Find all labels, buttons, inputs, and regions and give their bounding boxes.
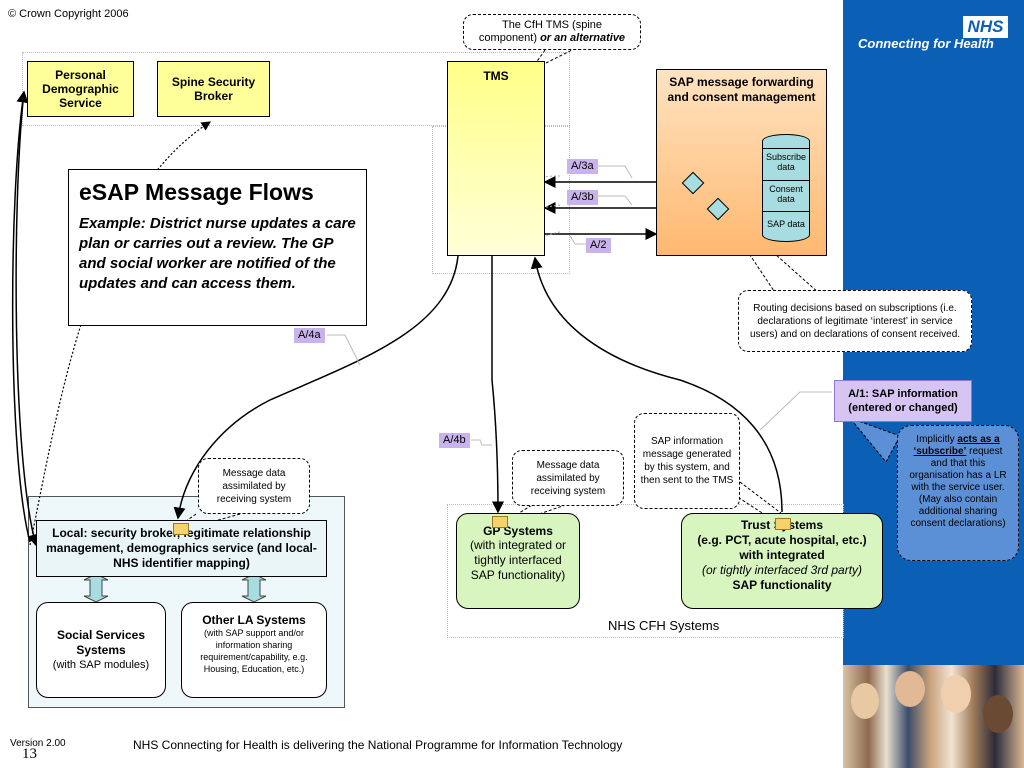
flow-label-a3b: A/3b (567, 190, 598, 205)
diagram-description: Example: District nurse updates a care p… (79, 215, 356, 292)
trust-line2: (e.g. PCT, acute hospital, etc.) (697, 533, 867, 547)
nhs-logo: NHS (963, 16, 1008, 38)
pds-label: Personal Demographic Service (42, 68, 119, 110)
flow-label-a4a: A/4a (294, 328, 325, 343)
diagram-title: eSAP Message Flows (79, 179, 314, 205)
flow-label-a2: A/2 (586, 238, 611, 253)
implicit-subscribe-callout: Implicitly acts as a ‘subscribe’ request… (897, 425, 1019, 561)
envelope-icon (492, 516, 508, 528)
assimilated-gp-callout: Message data assimilated by receiving sy… (512, 450, 624, 506)
nhs-cfh-systems-label: NHS CFH Systems (608, 618, 720, 633)
tms-box: TMS (447, 61, 545, 256)
spine-security-broker-box: Spine Security Broker (157, 61, 270, 117)
trust-line3: with integrated (739, 548, 825, 562)
implicit-subscribe-emphasis: acts as a ‘subscribe’ (913, 434, 1000, 457)
envelope-icon (775, 518, 791, 530)
assimilated-local-callout: Message data assimilated by receiving sy… (198, 458, 310, 514)
local-security-broker-box: Local: security broker, legitimate relat… (36, 520, 327, 577)
social-services-subtitle: (with SAP modules) (52, 659, 150, 671)
spine-region (22, 52, 570, 126)
envelope-icon (173, 523, 189, 535)
copyright: © Crown Copyright 2006 (8, 8, 129, 20)
version-label: Version 2.00 (10, 738, 66, 749)
tms-label: TMS (483, 69, 509, 83)
tms-note-alt: or an alternative (540, 32, 626, 44)
trust-line4: (or tightly interfaced 3rd party) (701, 563, 863, 577)
footer-statement: NHS Connecting for Health is delivering … (133, 738, 623, 752)
gp-systems-box: GP Systems (with integrated or tightly i… (456, 513, 580, 609)
personal-demographic-service-box: Personal Demographic Service (27, 61, 134, 117)
trust-line5: SAP functionality (732, 578, 832, 592)
sap-forwarding-label: SAP message forwarding and consent manag… (667, 75, 816, 104)
title-box: eSAP Message Flows Example: District nur… (68, 169, 367, 326)
db-subscribe-data: Subscribe data (762, 148, 810, 175)
sap-database (762, 134, 810, 242)
flow-label-a3a: A/3a (567, 159, 598, 174)
tms-note-line1: The CfH TMS (spine (501, 19, 603, 31)
staff-photos (843, 665, 1024, 768)
tms-note-line2-wrap: component) or an alternative (479, 32, 625, 45)
other-la-title: Other LA Systems (202, 613, 306, 627)
tms-note-callout: The CfH TMS (spine component) or an alte… (463, 14, 641, 50)
gp-systems-subtitle: (with integrated or tightly interfaced S… (469, 538, 567, 582)
brand-tagline: Connecting for Health (858, 36, 994, 51)
tms-note-line2: component) (478, 32, 538, 44)
other-la-systems-box: Other LA Systems (with SAP support and/o… (181, 602, 327, 698)
other-la-subtitle: (with SAP support and/or information sha… (200, 628, 308, 674)
implicit-pre: Implicitly (916, 434, 955, 445)
social-services-systems-box: Social Services Systems (with SAP module… (36, 602, 166, 698)
ssb-label: Spine Security Broker (171, 75, 256, 103)
implicit-post: request and that this organisation has a… (909, 446, 1007, 529)
a1-sap-information-label: A/1: SAP information (entered or changed… (834, 380, 972, 422)
gp-systems-title: GP Systems (483, 524, 553, 538)
page-number: 13 (22, 746, 37, 762)
flow-label-a4b: A/4b (439, 433, 470, 448)
db-consent-data: Consent data (762, 180, 810, 207)
social-services-title: Social Services Systems (56, 628, 146, 657)
db-sap-data: SAP data (762, 211, 810, 236)
routing-callout: Routing decisions based on subscriptions… (738, 290, 972, 352)
sap-generated-callout: SAP information message generated by thi… (634, 413, 740, 509)
